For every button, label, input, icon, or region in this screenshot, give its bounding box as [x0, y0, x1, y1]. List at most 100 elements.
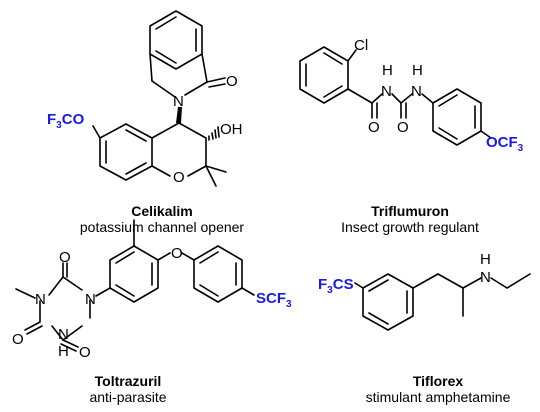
compound-name: Tiflorex: [413, 373, 464, 389]
benzene-ring: [99, 123, 153, 181]
bond: [181, 252, 195, 261]
bond: [62, 276, 83, 291]
benzene-ring: [299, 46, 349, 104]
double-bond: [125, 162, 147, 175]
bond: [437, 273, 464, 289]
double-bond: [115, 251, 135, 264]
nh-nitrogen-label: N: [411, 83, 422, 100]
trifluoromethoxy-label: F3CO: [47, 111, 85, 131]
double-bond: [155, 50, 177, 64]
methyl: [15, 288, 36, 299]
bond: [391, 93, 402, 104]
bond: [480, 130, 492, 139]
bond: [412, 273, 439, 289]
trifluoromethoxy-label: OCF3: [486, 134, 524, 154]
bond: [400, 93, 413, 104]
bond: [462, 277, 482, 289]
carbonyl-oxygen-label: O: [79, 344, 91, 361]
methyl: [205, 165, 227, 173]
tiflorex-structure: F3CS N H Tiflorex stimulant amphetamine: [318, 251, 531, 405]
bond: [151, 80, 176, 98]
bond: [51, 325, 64, 341]
amine-nitrogen-label: N: [480, 269, 491, 286]
hashed-bond: [208, 126, 220, 141]
compound-description: anti-parasite: [89, 389, 166, 405]
double-bond: [438, 127, 458, 140]
nh-nitrogen-label: N: [381, 83, 392, 100]
benzene-ring: [362, 273, 414, 331]
celikalim-structure: N O OH O F3CO Celikalim potassium channe…: [47, 10, 245, 235]
nh-hydrogen-label: H: [382, 62, 393, 79]
compound-name: Celikalim: [131, 203, 192, 219]
double-bond: [199, 251, 219, 264]
double-bond: [26, 325, 43, 335]
carbonyl-oxygen-label: O: [226, 73, 238, 90]
double-bond: [323, 52, 343, 65]
bond: [62, 325, 83, 341]
bond: [187, 165, 207, 177]
compound-description: stimulant amphetamine: [366, 389, 511, 405]
bond: [506, 273, 531, 289]
bond: [151, 122, 180, 139]
nh-nitrogen-label: N: [58, 326, 69, 343]
ring-oxygen-label: O: [173, 169, 185, 186]
hydroxyl-label: OH: [220, 121, 243, 138]
bond: [178, 122, 207, 139]
bond: [157, 252, 171, 261]
compound-description: Insect growth regulant: [341, 219, 479, 235]
bond: [347, 49, 357, 62]
nitrogen-label: N: [35, 291, 46, 308]
bond: [354, 282, 364, 289]
benzene-ring: [109, 245, 159, 303]
carbonyl-oxygen-label: O: [12, 331, 24, 348]
double-bond: [115, 284, 135, 297]
bond: [24, 321, 41, 331]
bond: [201, 53, 208, 83]
bond: [62, 339, 79, 348]
trifluoromethylthio-label: SCF3: [256, 290, 292, 310]
nitrogen-label: N: [85, 291, 96, 308]
benzene-ring: [432, 88, 482, 146]
triflumuron-structure: Cl H N H N O O OCF3 Triflumuron Insect g…: [299, 37, 524, 235]
compound-name: Toltrazuril: [95, 373, 162, 389]
bond: [490, 277, 508, 289]
double-bond: [199, 284, 219, 297]
bond: [421, 93, 434, 104]
double-bond: [155, 16, 177, 30]
bond: [48, 276, 64, 296]
carbonyl-oxygen-label: O: [368, 119, 380, 136]
bond: [95, 287, 111, 297]
ether-oxygen-label: O: [171, 245, 183, 262]
double-bond: [125, 129, 147, 142]
double-bond: [208, 83, 226, 88]
wedge-bond: [176, 107, 182, 123]
bond: [149, 53, 153, 82]
double-bond: [323, 85, 343, 98]
nitrogen-label: N: [173, 93, 184, 110]
nh-hydrogen-label: H: [412, 62, 423, 79]
compound-name: Triflumuron: [371, 203, 449, 219]
bond: [241, 287, 255, 296]
bond: [184, 81, 208, 96]
trifluoromethylthio-label: F3CS: [318, 276, 354, 296]
toltrazuril-structure: O N N O O N H O SCF3 Toltrazuril anti-pa…: [12, 219, 292, 405]
amine-hydrogen-label: H: [480, 251, 491, 268]
double-bond: [60, 343, 77, 352]
bond: [92, 125, 101, 139]
carbonyl-oxygen-label: O: [397, 119, 409, 136]
double-bond: [368, 312, 389, 325]
carbonyl-oxygen-label: O: [59, 249, 71, 266]
bond: [371, 93, 383, 104]
bond: [206, 77, 226, 83]
nh-hydrogen-label: H: [58, 343, 69, 360]
chlorine-label: Cl: [354, 37, 368, 54]
double-bond: [438, 94, 458, 107]
bond: [151, 165, 171, 177]
double-bond: [368, 279, 389, 292]
compound-description: potassium channel opener: [80, 219, 245, 235]
benzene-ring: [149, 10, 203, 70]
benzene-ring: [193, 245, 243, 303]
methyl: [205, 165, 217, 187]
bond: [347, 88, 373, 104]
